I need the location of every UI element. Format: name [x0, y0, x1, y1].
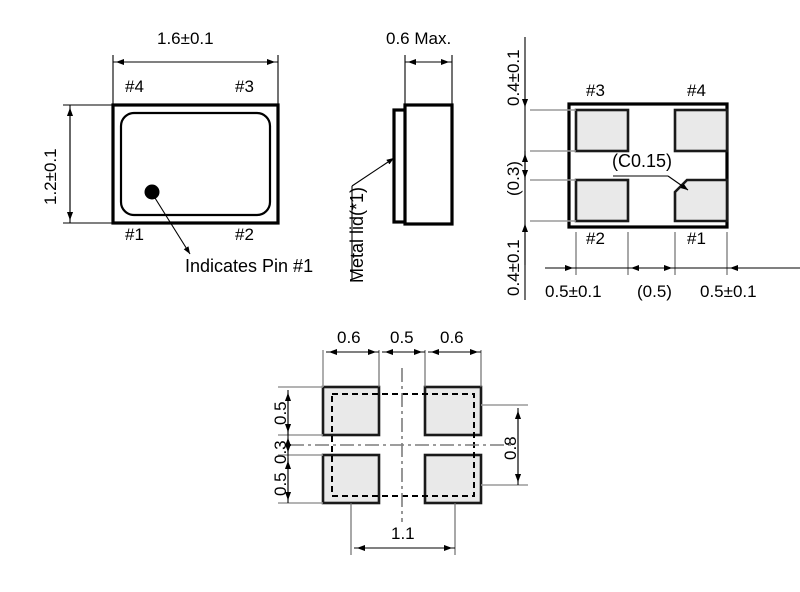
- side-view-thickness-dimension: [404, 55, 453, 105]
- bottom-view-hdim-middle: (0.5): [637, 282, 672, 301]
- package-body-side: [403, 103, 454, 226]
- bottom-view-chamfer-leader: [613, 175, 689, 191]
- chamfer-note-label: (C0.15): [612, 151, 673, 171]
- land-pattern-geometry: [290, 368, 515, 522]
- bottom-view-pin3-label: #3: [586, 81, 605, 100]
- bottom-view-hdim-right: 0.5±0.1: [700, 282, 757, 301]
- bottom-view-horizontal-dimensions: [545, 232, 800, 275]
- metal-lid-leader: [351, 157, 395, 280]
- top-view-pin4-label: #4: [125, 77, 144, 96]
- pad-2: [574, 178, 630, 223]
- bottom-view-hdim-left: 0.5±0.1: [545, 282, 602, 301]
- pin1-marker-dot: [144, 184, 160, 200]
- land-left-dim-top: 0.5: [271, 401, 290, 425]
- land-left-dim-bottom: 0.5: [271, 472, 290, 496]
- bottom-view-pin1-label: #1: [687, 229, 706, 248]
- top-view-pin3-label: #3: [235, 77, 254, 96]
- top-view-pin2-label: #2: [235, 225, 254, 244]
- top-view-height-dimension: [63, 104, 113, 224]
- bottom-view-vertical-dimensions: [521, 37, 576, 300]
- pad-4: [673, 108, 729, 153]
- land-top-dim-left: 0.6: [337, 328, 361, 347]
- bottom-view-dim-bottom: 0.4±0.1: [504, 239, 523, 296]
- bottom-view-pin4-label: #4: [687, 81, 706, 100]
- land-right-dim: 0.8: [501, 436, 520, 460]
- pin1-leader: [154, 197, 191, 255]
- metal-lid-note: Metal lid(*1): [347, 186, 367, 283]
- land-pattern-bottom-dimension: [350, 503, 456, 555]
- side-view-thickness-label: 0.6 Max.: [386, 29, 452, 48]
- top-view-width-label: 1.6±0.1: [157, 29, 214, 48]
- land-top-dim-middle: 0.5: [390, 328, 414, 347]
- top-view-height-label: 1.2±0.1: [41, 148, 60, 205]
- pad-3: [574, 108, 630, 153]
- side-view-geometry: [392, 103, 454, 226]
- land-pattern-left-dimensions: [278, 386, 323, 504]
- land-pattern-top-dimensions: [322, 348, 482, 387]
- land-pattern-right-dimension: [481, 404, 528, 486]
- land-top-dim-right: 0.6: [440, 328, 464, 347]
- pad-1-chamfered: [673, 178, 729, 223]
- top-view-geometry: [111, 103, 280, 225]
- bottom-view-dim-top: 0.4±0.1: [504, 49, 523, 106]
- bottom-view-dim-middle: (0.3): [504, 161, 523, 196]
- bottom-view-geometry: [567, 102, 729, 229]
- pin1-indicator-note: Indicates Pin #1: [185, 256, 314, 276]
- bottom-view-pin2-label: #2: [586, 229, 605, 248]
- top-view-pin1-label: #1: [125, 225, 144, 244]
- land-left-dim-middle: 0.3: [271, 440, 290, 464]
- top-view-width-dimension: [112, 55, 279, 105]
- land-bottom-dim: 1.1: [391, 524, 415, 543]
